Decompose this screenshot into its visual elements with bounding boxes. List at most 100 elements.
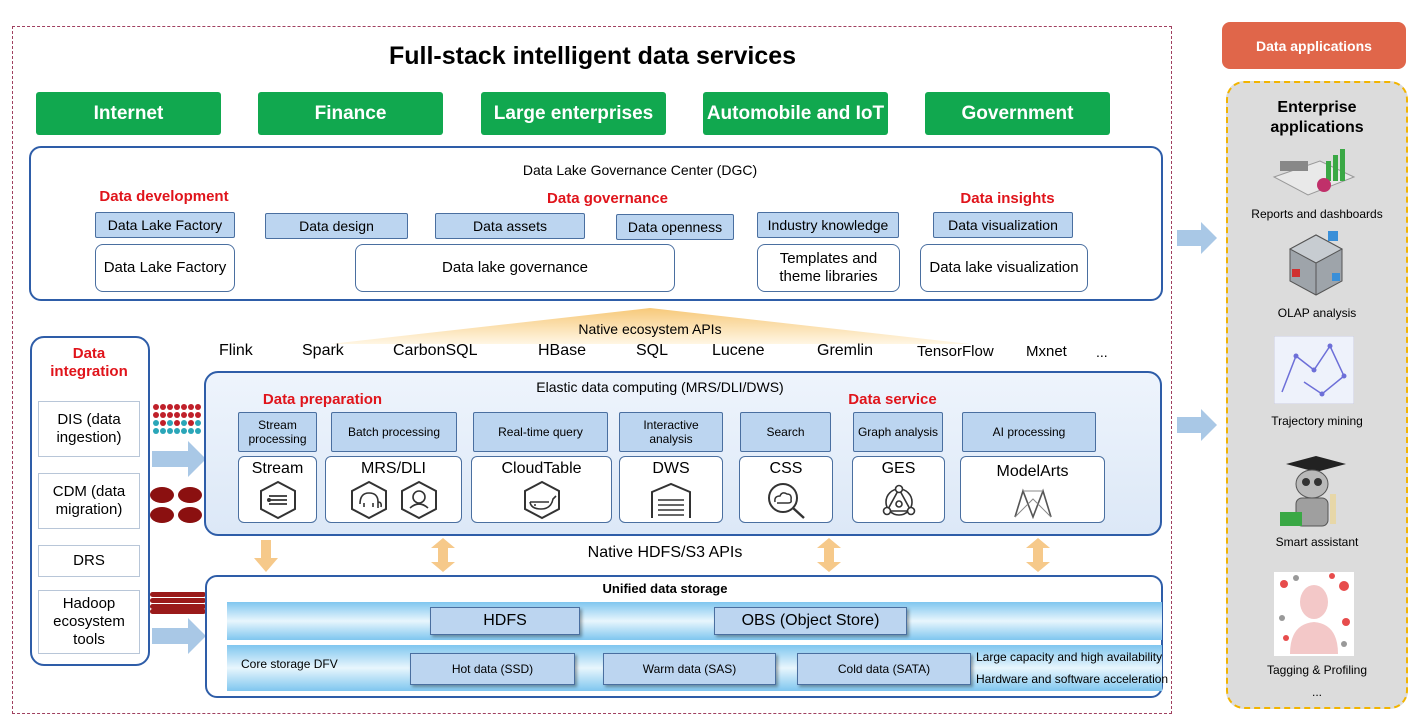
modelarts-card: ModelArts bbox=[960, 456, 1105, 523]
graph-analysis-tag: Graph analysis bbox=[853, 412, 943, 452]
cdm-box: CDM (data migration) bbox=[38, 473, 140, 529]
stream-hexagon-icon bbox=[259, 480, 296, 520]
drs-box: DRS bbox=[38, 545, 140, 577]
industry-knowledge-tag: Industry knowledge bbox=[757, 212, 899, 238]
tagging-profile-icon bbox=[1274, 572, 1354, 656]
data-integration-heading: Data integration bbox=[50, 345, 128, 380]
interactive-analysis-tag: Interactive analysis bbox=[619, 412, 723, 452]
data-preparation-heading: Data preparation bbox=[262, 390, 383, 408]
cloudtable-name: CloudTable bbox=[501, 460, 582, 477]
data-visualization-tag: Data visualization bbox=[933, 212, 1073, 238]
data-lake-governance-box: Data lake governance bbox=[355, 244, 675, 292]
dli-hexagon-icon bbox=[400, 480, 437, 520]
hdfs-s3-api-label: Native HDFS/S3 APIs bbox=[587, 544, 743, 561]
double-arrow-icon-1 bbox=[431, 538, 455, 572]
mrs-dli-name: MRS/DLI bbox=[361, 460, 426, 477]
flow-arrow-right-icon bbox=[152, 441, 206, 477]
data-service-heading: Data service bbox=[848, 390, 937, 408]
cloud-search-icon bbox=[768, 483, 805, 519]
cloudtable-card: CloudTable bbox=[471, 456, 612, 523]
industry-automobile-iot: Automobile and IoT bbox=[703, 92, 888, 135]
to-apps-arrow-icon-2 bbox=[1177, 409, 1217, 441]
dgc-title: Data Lake Governance Center (DGC) bbox=[522, 162, 758, 178]
core-storage-label: Core storage DFV bbox=[241, 657, 338, 671]
warm-data-tag: Warm data (SAS) bbox=[603, 653, 776, 685]
eco-flink: Flink bbox=[219, 342, 253, 359]
eco-gremlin: Gremlin bbox=[817, 342, 874, 359]
storage-band-top bbox=[227, 602, 1162, 640]
data-applications-button[interactable]: Data applications bbox=[1222, 22, 1406, 69]
eco-more: ... bbox=[1096, 344, 1108, 360]
trajectory-map-icon bbox=[1274, 336, 1354, 404]
ges-card: GES bbox=[852, 456, 945, 523]
enterprise-applications-title: Enterprise applications bbox=[1270, 99, 1364, 136]
to-apps-arrow-icon-1 bbox=[1177, 222, 1217, 254]
eco-sql: SQL bbox=[636, 342, 669, 359]
smart-assistant-label: Smart assistant bbox=[1275, 535, 1359, 549]
industry-government: Government bbox=[925, 92, 1110, 135]
industry-internet: Internet bbox=[36, 92, 221, 135]
data-lake-visualization-box: Data lake visualization bbox=[920, 244, 1088, 292]
smart-assistant-robot-icon bbox=[1280, 456, 1346, 527]
ges-name: GES bbox=[881, 460, 916, 477]
stream-name: Stream bbox=[251, 460, 304, 477]
data-openness-tag: Data openness bbox=[616, 214, 734, 240]
diagram-title: Full-stack intelligent data services bbox=[388, 41, 797, 70]
storage-note-acceleration: Hardware and software acceleration bbox=[976, 672, 1169, 686]
flow-arrow-right-icon-2 bbox=[152, 618, 206, 654]
olap-analysis-label: OLAP analysis bbox=[1277, 306, 1357, 320]
data-design-tag: Data design bbox=[265, 213, 408, 239]
tagging-profiling-label: Tagging & Profiling bbox=[1266, 663, 1368, 677]
eco-mxnet: Mxnet bbox=[1026, 343, 1067, 360]
dgc-panel bbox=[29, 146, 1163, 301]
css-name: CSS bbox=[769, 460, 803, 477]
mrs-dli-card: MRS/DLI bbox=[325, 456, 462, 523]
data-lake-factory-tag: Data Lake Factory bbox=[95, 212, 235, 238]
stream-processing-tag: Stream processing bbox=[238, 412, 317, 452]
reports-dashboard-icon bbox=[1272, 149, 1356, 196]
graph-icon bbox=[882, 484, 915, 516]
down-arrow-icon bbox=[254, 540, 278, 572]
dws-name: DWS bbox=[652, 460, 690, 477]
ecosystem-api-wedge bbox=[330, 308, 970, 344]
data-insights-heading: Data insights bbox=[960, 189, 1055, 207]
data-development-heading: Data development bbox=[99, 187, 229, 205]
storage-note-capacity: Large capacity and high availability bbox=[976, 650, 1163, 664]
eco-lucene: Lucene bbox=[712, 342, 765, 359]
data-governance-heading: Data governance bbox=[547, 189, 668, 207]
cold-data-tag: Cold data (SATA) bbox=[797, 653, 971, 685]
eco-tensorflow: TensorFlow bbox=[917, 343, 994, 360]
dws-card: DWS bbox=[619, 456, 723, 523]
css-card: CSS bbox=[739, 456, 833, 523]
search-tag: Search bbox=[740, 412, 831, 452]
data-lake-factory-box: Data Lake Factory bbox=[95, 244, 235, 292]
elephant-icon bbox=[350, 480, 387, 520]
templates-theme-libraries-box: Templates and theme libraries bbox=[757, 244, 900, 292]
eco-hbase: HBase bbox=[538, 342, 587, 359]
database-blobs-icon bbox=[150, 487, 202, 523]
warehouse-icon bbox=[651, 482, 691, 518]
real-time-query-tag: Real-time query bbox=[473, 412, 608, 452]
whale-icon bbox=[523, 480, 560, 520]
reports-dashboards-label: Reports and dashboards bbox=[1251, 207, 1383, 221]
stream-card: Stream bbox=[238, 456, 317, 523]
hdfs-tag: HDFS bbox=[430, 607, 580, 635]
ai-processing-tag: AI processing bbox=[962, 412, 1096, 452]
dis-box: DIS (data ingestion) bbox=[38, 401, 140, 457]
industry-finance: Finance bbox=[258, 92, 443, 135]
ecosystem-api-label: Native ecosystem APIs bbox=[578, 321, 722, 337]
eco-spark: Spark bbox=[302, 342, 344, 359]
batch-processing-tag: Batch processing bbox=[331, 412, 457, 452]
elastic-computing-title: Elastic data computing (MRS/DLI/DWS) bbox=[536, 379, 784, 395]
double-arrow-icon-2 bbox=[817, 538, 841, 572]
data-assets-tag: Data assets bbox=[435, 213, 585, 239]
data-dots-stream-icon bbox=[153, 404, 201, 434]
unified-storage-title: Unified data storage bbox=[602, 580, 728, 596]
eco-carbonsql: CarbonSQL bbox=[393, 342, 478, 359]
apps-more-label: ... bbox=[1311, 685, 1322, 699]
main-diagram-frame bbox=[12, 26, 1172, 714]
double-arrow-icon-3 bbox=[1026, 538, 1050, 572]
trajectory-mining-label: Trajectory mining bbox=[1271, 414, 1363, 428]
batch-dots-icon bbox=[150, 592, 206, 614]
modelarts-icon bbox=[1013, 488, 1052, 519]
